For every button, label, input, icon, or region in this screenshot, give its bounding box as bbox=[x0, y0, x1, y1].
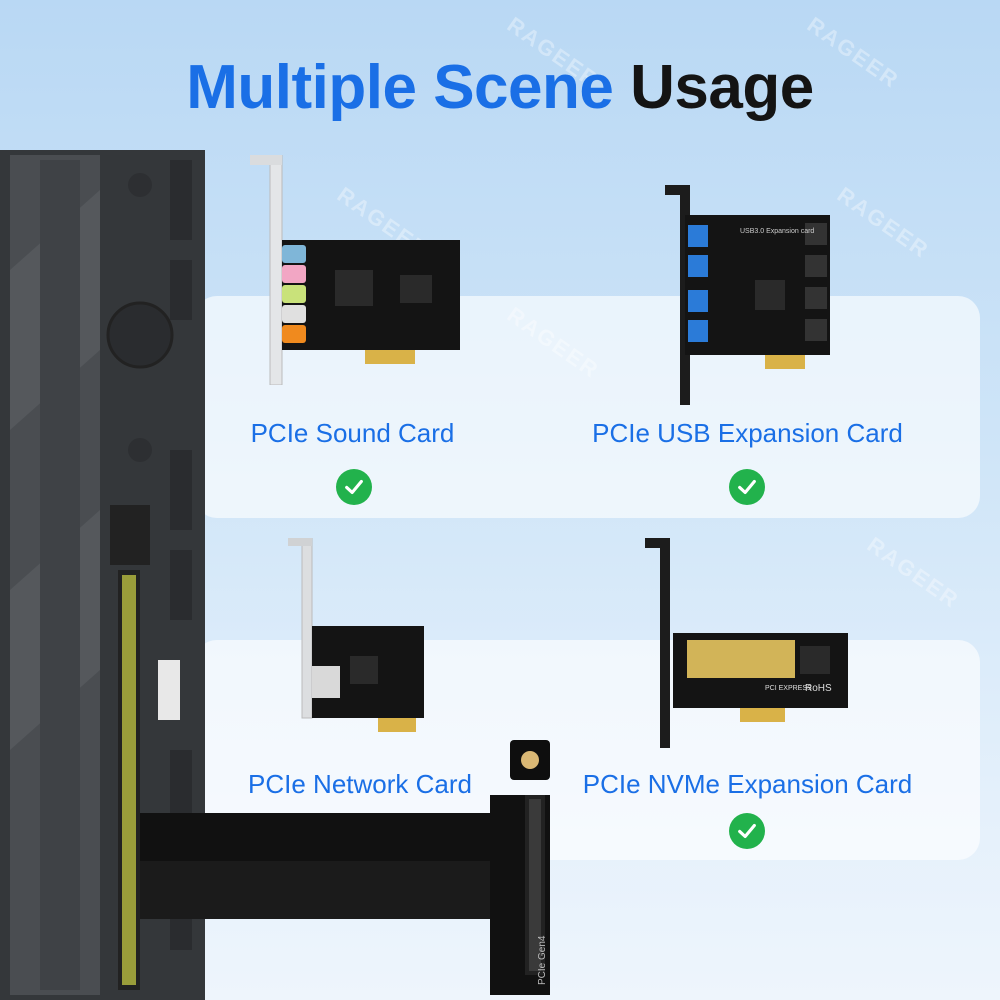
riser-label: PCIe Gen4 bbox=[537, 935, 548, 985]
nvme-brand-text: PCI EXPRESS bbox=[765, 685, 812, 692]
title-dark: Usage bbox=[630, 53, 814, 122]
check-icon bbox=[336, 469, 372, 505]
sound-card-image bbox=[250, 155, 460, 385]
title-accent: Multiple Scene bbox=[186, 53, 614, 122]
scene-label-nvme-card: PCIe NVMe Expansion Card bbox=[582, 769, 913, 799]
usb-model-text: USB3.0 Expansion card bbox=[740, 228, 814, 235]
check-icon bbox=[729, 813, 765, 849]
nvme-rohs-text: RoHS bbox=[805, 683, 832, 694]
watermark: RAGEER bbox=[862, 531, 964, 614]
scene-label-sound-card: PCIe Sound Card bbox=[250, 418, 455, 448]
watermark: RAGEER bbox=[832, 181, 934, 264]
page-title: Multiple Scene Usage bbox=[0, 52, 1000, 123]
scene-label-network-card: PCIe Network Card bbox=[248, 769, 472, 799]
check-icon bbox=[729, 469, 765, 505]
riser-cable-image: PCIe Gen4 bbox=[140, 740, 550, 995]
network-card-image bbox=[288, 538, 424, 732]
scene-label-usb-card: PCIe USB Expansion Card bbox=[592, 418, 903, 448]
nvme-card-image: RoHS PCI EXPRESS bbox=[645, 538, 848, 748]
usb-card-image: USB3.0 Expansion card bbox=[665, 185, 830, 405]
motherboard-image bbox=[0, 150, 205, 1000]
